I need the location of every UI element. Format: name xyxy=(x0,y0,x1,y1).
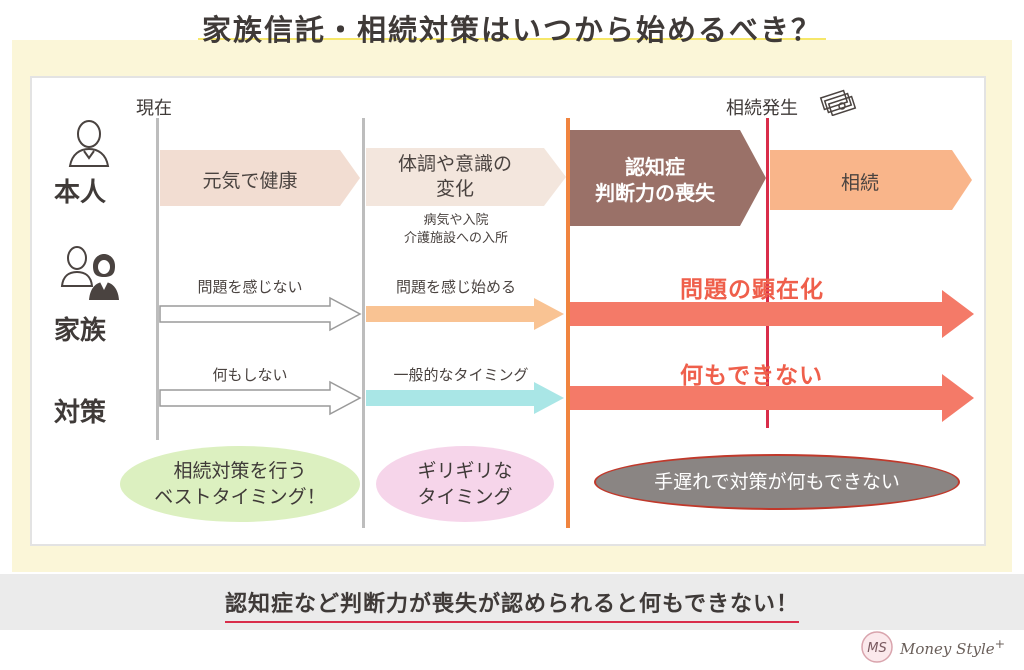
logo-mark-icon: MS xyxy=(861,631,893,663)
family-no-problem-label: 問題を感じない xyxy=(197,278,303,296)
healthy-chevron xyxy=(160,150,360,206)
best-timing-oval: 相続対策を行う ベストタイミング！ xyxy=(120,446,360,522)
family-surface-label: 問題の顕在化 xyxy=(680,277,824,303)
change-label-line1: 体調や意識の xyxy=(397,153,512,175)
logo-mark-text: MS xyxy=(867,641,886,656)
page-title-wrap: 家族信託・相続対策はいつから始めるべき？ xyxy=(197,7,826,49)
conclusion-underline xyxy=(224,621,800,623)
row-label-person: 本人 xyxy=(54,178,107,208)
last-timing-line1: ギリギリな xyxy=(417,460,513,482)
row-label-family: 家族 xyxy=(54,316,107,346)
timeline-inheritance-line xyxy=(766,118,769,428)
conclusion-bar: 認知症など判断力が喪失が認められると何もできない！ xyxy=(0,574,1024,630)
logo-text: Money Style+ xyxy=(900,636,1005,658)
timeline-now-line xyxy=(156,118,159,440)
measure-nothing-label: 何もしない xyxy=(212,366,288,384)
family-start-feel-label: 問題を感じ始める xyxy=(395,278,516,296)
healthy-label: 元気で健康 xyxy=(202,170,298,192)
inheritance-label: 相続発生 xyxy=(726,98,798,119)
logo-name: Money Style xyxy=(900,640,995,658)
dementia-label: 認知症 判断力の喪失 xyxy=(570,154,740,206)
measure-general-arrow xyxy=(366,382,564,414)
dementia-label-line1: 認知症 xyxy=(625,155,685,179)
timeline-dementia-line xyxy=(566,118,570,528)
measure-nothing-arrow xyxy=(159,380,362,416)
conclusion-text: 認知症など判断力が喪失が認められると何もできない！ xyxy=(224,592,800,617)
last-timing-oval: ギリギリな タイミング xyxy=(376,446,554,522)
too-late-label: 手遅れで対策が何もできない xyxy=(654,471,900,493)
family-no-problem-arrow xyxy=(159,296,362,332)
change-note: 病気や入院 介護施設への入所 xyxy=(366,212,546,248)
change-note-line2: 介護施設への入所 xyxy=(403,231,508,246)
conclusion-wrap: 認知症など判断力が喪失が認められると何もできない！ xyxy=(224,586,800,623)
best-timing-line2: ベストタイミング！ xyxy=(154,486,326,508)
measure-cannot-arrow xyxy=(570,374,974,422)
too-late-oval: 手遅れで対策が何もできない xyxy=(594,454,960,510)
row-label-measures: 対策 xyxy=(54,398,107,428)
person-icon xyxy=(68,120,110,167)
change-label: 体調や意識の 変化 xyxy=(366,152,544,202)
measure-general-label: 一般的なタイミング xyxy=(393,366,529,384)
timeline-change-line xyxy=(362,118,365,528)
dementia-chevron xyxy=(570,130,766,226)
change-note-line1: 病気や入院 xyxy=(423,213,489,228)
now-label: 現在 xyxy=(136,98,172,119)
money-icon xyxy=(819,89,857,116)
last-timing-line2: タイミング xyxy=(417,486,513,508)
family-icon xyxy=(60,246,119,300)
change-chevron xyxy=(366,148,566,206)
inheritance-stage-label: 相続 xyxy=(840,172,879,194)
page-title: 家族信託・相続対策はいつから始めるべき？ xyxy=(201,13,822,47)
title-area: 家族信託・相続対策はいつから始めるべき？ xyxy=(0,0,1024,56)
dementia-label-line2: 判断力の喪失 xyxy=(595,181,715,205)
family-surface-arrow xyxy=(570,290,974,338)
measure-cannot-label: 何もできない xyxy=(680,363,824,389)
change-label-line2: 変化 xyxy=(435,178,474,200)
family-start-feel-arrow xyxy=(366,298,564,330)
brand-logo: MS Money Style+ xyxy=(860,628,1020,666)
best-timing-line1: 相続対策を行う xyxy=(173,460,307,482)
inheritance-chevron xyxy=(770,150,972,210)
logo-sup: + xyxy=(994,636,1006,651)
